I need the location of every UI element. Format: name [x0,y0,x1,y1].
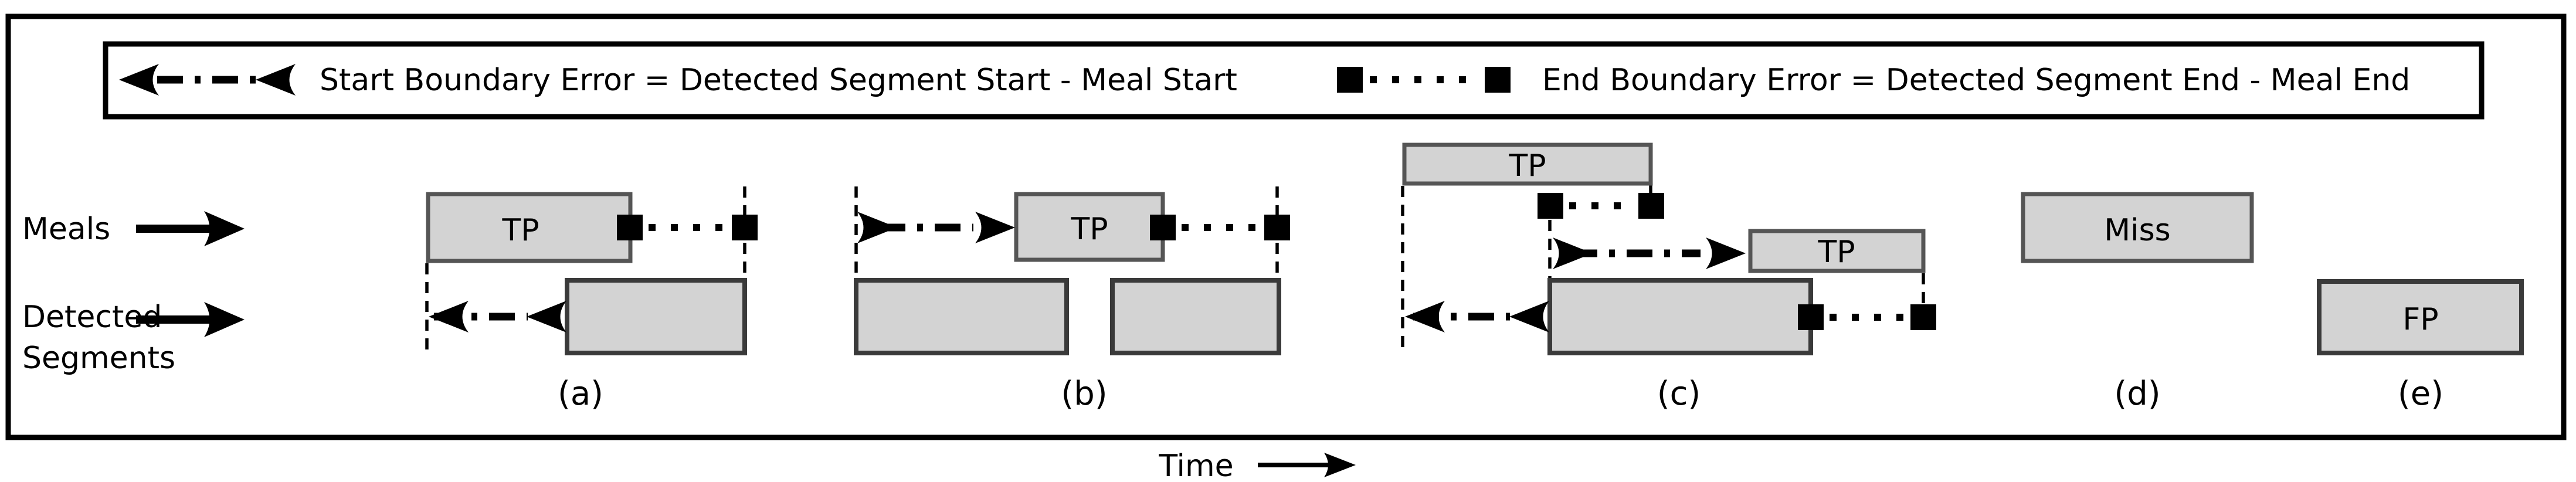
meals-row-arrow-icon [136,211,245,246]
legend-box [103,41,2485,120]
caption-c: (c) [1657,375,1701,413]
meal-label-b: TP [1070,212,1108,247]
detected-row-arrow-icon [136,302,245,337]
end-boundary-error-icon [1337,67,1511,93]
caption-d: (d) [2114,375,2160,413]
legend: Start Boundary Error = Detected Segment … [103,41,2485,120]
meals-row-label: Meals [22,212,110,247]
detected-box-b1 [854,278,1069,355]
meal-label-d: Miss [2104,213,2171,248]
meal-box-d [2021,192,2254,263]
start-error-connector-c1 [1405,301,1549,332]
start-boundary-error-icon [119,64,296,96]
start-error-connector-b [857,212,1015,243]
caption-a: (a) [558,375,603,413]
segment-label-e: FP [2402,302,2438,337]
scenario-e: FP (e) [2317,279,2524,413]
end-error-connector-a [617,215,758,240]
legend-start-error-label: Start Boundary Error = Detected Segment … [320,63,1237,98]
scenario-c: TP TP (c) [1401,142,1936,413]
time-axis-label: Time [1158,449,1233,482]
time-arrow-icon [1258,453,1356,477]
time-axis: Time [1158,449,1356,482]
meal2-label-c: TP [1817,235,1855,270]
detected-box-c [1547,278,1813,355]
start-error-connector-c2 [1553,237,1746,269]
meal1-label-c: TP [1508,148,1546,184]
detected-row-label-line2: Segments [22,341,175,376]
caption-e: (e) [2398,375,2443,413]
scenario-a: TP (a) [425,186,758,413]
row-labels: Meals Detected Segments [22,211,245,376]
detected-box-e [2317,279,2524,355]
start-error-connector-a [429,301,566,332]
meal2-box-c [1748,229,1926,273]
meal1-box-c [1402,142,1653,186]
detected-box-a [565,278,747,355]
outer-border [5,13,2567,440]
scenario-b: TP (b) [854,186,1290,413]
meal-label-a: TP [501,213,539,248]
caption-b: (b) [1061,375,1107,413]
end-error-connector-c1 [1538,193,1664,219]
legend-end-error-label: End Boundary Error = Detected Segment En… [1542,63,2410,98]
end-error-connector-c2 [1798,304,1936,330]
end-error-connector-b [1150,215,1290,240]
detected-box-b2 [1110,278,1281,355]
scenario-d: Miss (d) [2021,192,2254,413]
